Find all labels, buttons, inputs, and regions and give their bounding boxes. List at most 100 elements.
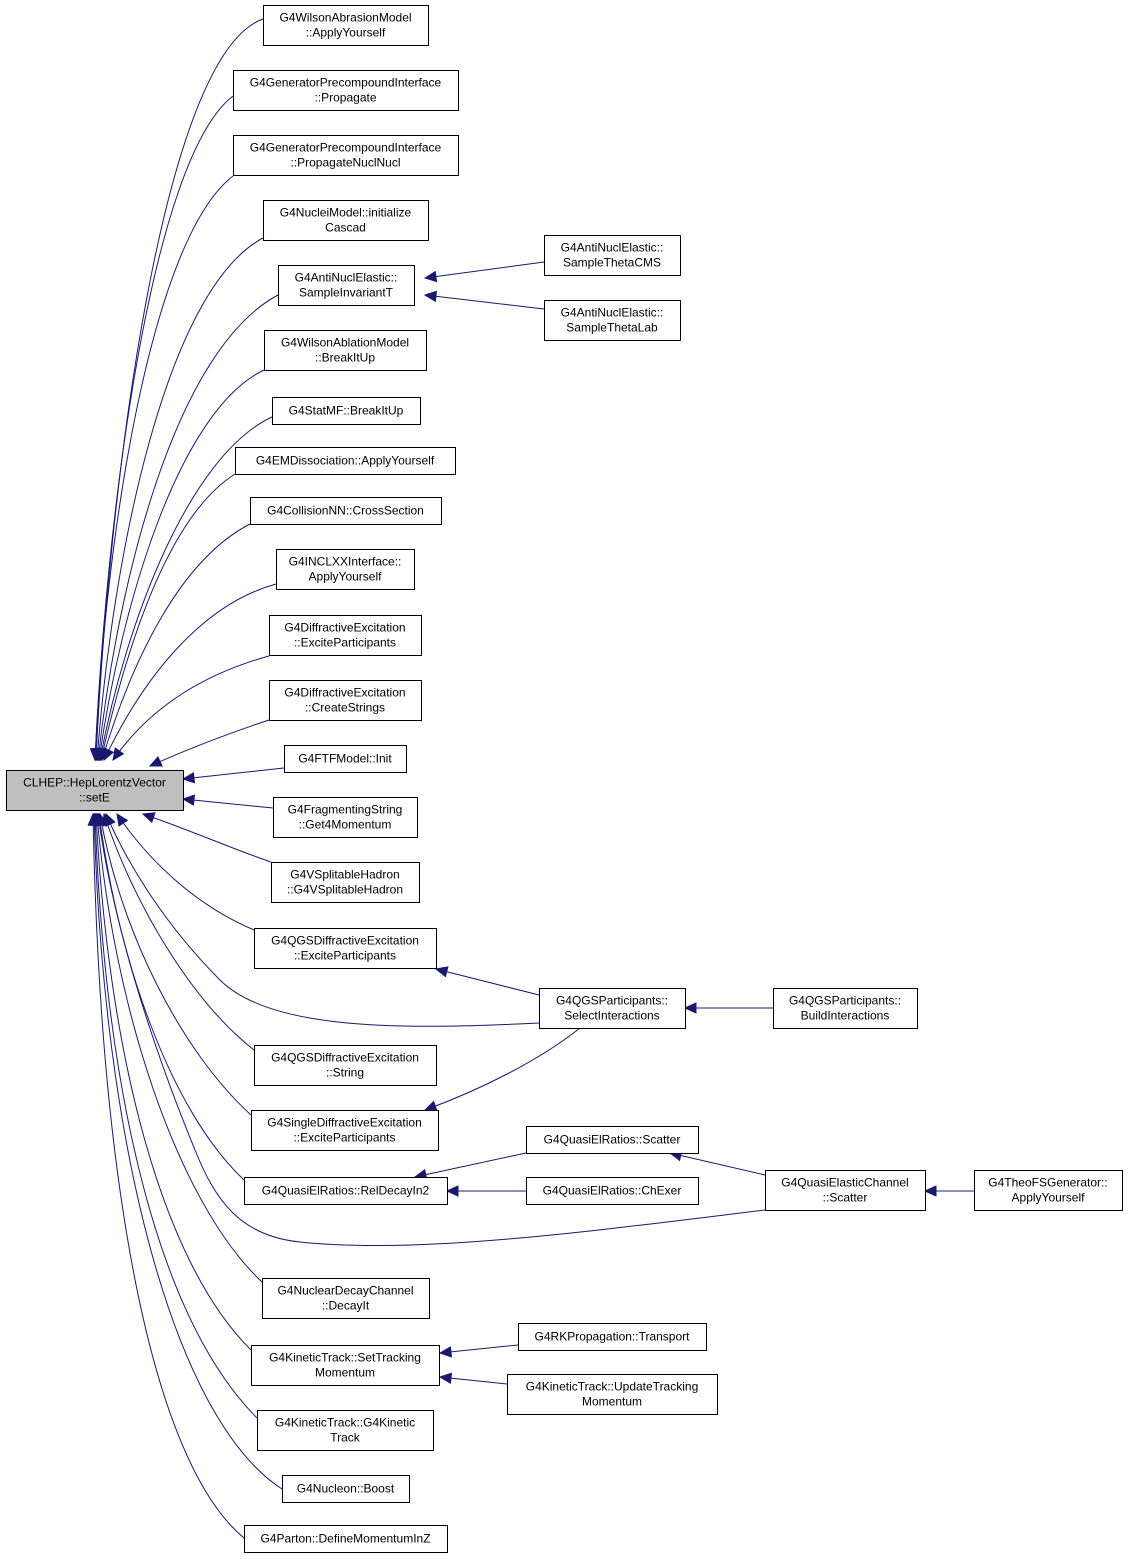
edge-n23-to-n24: [413, 1152, 527, 1181]
edge-line: [94, 813, 258, 1419]
node-label-line: G4Nucleon::Boost: [297, 1482, 395, 1496]
node-label-line: BuildInteractions: [801, 1009, 890, 1023]
edge-line: [100, 473, 236, 761]
node-label-line: ::Propagate: [314, 91, 376, 105]
node-box: [269, 680, 422, 721]
node-label-line: ::setE: [79, 791, 110, 805]
caller-node[interactable]: G4TheoFSGenerator::ApplyYourself: [974, 1170, 1123, 1211]
node-box: [765, 1170, 926, 1211]
node-label-line: G4RKPropagation::Transport: [535, 1330, 691, 1344]
edge-n19-to-n22: [423, 1027, 581, 1112]
caller-node[interactable]: G4QuasiElasticChannel::Scatter: [765, 1170, 926, 1211]
node-label-line: G4QuasiElRatios::Scatter: [544, 1133, 681, 1147]
caller-node[interactable]: G4AntiNuclElastic::SampleInvariantT: [278, 265, 415, 306]
edge-n16-to-root: [181, 794, 274, 809]
caller-node[interactable]: G4VSplitableHadron::G4VSplitableHadron: [271, 862, 420, 903]
caller-node[interactable]: G4WilsonAbrasionModel::ApplyYourself: [263, 5, 429, 46]
edge-line: [98, 813, 245, 1181]
edge-line: [182, 767, 285, 780]
caller-node[interactable]: G4QGSParticipants::SelectInteractions: [539, 988, 686, 1029]
node-label-line: G4AntiNuclElastic::: [561, 241, 664, 255]
node-box: [278, 265, 415, 306]
edge-n27-to-n26: [923, 1185, 974, 1197]
edge-n22-to-root: [96, 812, 252, 1116]
caller-node[interactable]: G4StatMF::BreakItUp: [272, 397, 421, 425]
node-label-line: ::ExciteParticipants: [294, 636, 396, 650]
arrowhead-icon: [116, 812, 129, 827]
edge-line: [101, 523, 251, 761]
node-label-line: ::CreateStrings: [305, 701, 385, 715]
node-label-line: G4VSplitableHadron: [290, 868, 399, 882]
node-label-line: SampleThetaCMS: [563, 256, 661, 270]
edge-line: [98, 369, 265, 761]
arrowhead-icon: [923, 1185, 937, 1197]
caller-node[interactable]: G4DiffractiveExcitation::ExciteParticipa…: [269, 615, 422, 656]
caller-node[interactable]: G4Nucleon::Boost: [282, 1475, 410, 1503]
caller-node[interactable]: G4QGSDiffractiveExcitation::ExcitePartic…: [254, 928, 437, 969]
caller-node[interactable]: G4WilsonAblationModel::BreakItUp: [264, 330, 427, 371]
caller-node[interactable]: G4NuclearDecayChannel::DecayIt: [262, 1278, 430, 1319]
arrowhead-icon: [112, 747, 125, 761]
edge-line: [112, 655, 270, 761]
caller-node[interactable]: G4QuasiElRatios::Scatter: [526, 1126, 699, 1154]
arrowhead-icon: [423, 1100, 438, 1112]
caller-node[interactable]: G4DiffractiveExcitation::CreateStrings: [269, 680, 422, 721]
caller-node[interactable]: G4AntiNuclElastic::SampleThetaCMS: [544, 235, 681, 276]
caller-node[interactable]: G4CollisionNN::CrossSection: [250, 497, 442, 525]
node-box: [282, 1475, 410, 1503]
arrowhead-icon: [181, 772, 196, 784]
node-label-line: G4SingleDiffractiveExcitation: [267, 1116, 422, 1130]
arrowhead-icon: [423, 290, 438, 303]
edge-line: [142, 813, 272, 863]
node-label-line: G4KineticTrack::UpdateTracking: [526, 1380, 699, 1394]
node-label-line: ApplyYourself: [309, 570, 383, 584]
arrowhead-icon: [148, 756, 163, 767]
edge-line: [103, 813, 255, 1051]
caller-node[interactable]: G4QuasiElRatios::RelDecayIn2: [244, 1177, 448, 1205]
edge-n20-to-n19: [683, 1002, 773, 1014]
caller-node[interactable]: G4AntiNuclElastic::SampleThetaLab: [544, 300, 681, 341]
edge-line: [95, 813, 252, 1351]
caller-node[interactable]: G4KineticTrack::G4KineticTrack: [257, 1410, 434, 1451]
node-box: [276, 549, 415, 590]
node-box: [526, 1177, 699, 1205]
caller-node[interactable]: G4EMDissociation::ApplyYourself: [235, 447, 456, 475]
caller-node[interactable]: G4GeneratorPrecompoundInterface::Propaga…: [233, 70, 459, 111]
node-label-line: G4FragmentingString: [288, 803, 403, 817]
caller-node[interactable]: G4RKPropagation::Transport: [518, 1323, 707, 1351]
edge-n19-to-n18: [434, 966, 540, 996]
node-label-line: ApplyYourself: [1012, 1191, 1086, 1205]
root-node[interactable]: CLHEP::HepLorentzVector::setE: [6, 770, 184, 811]
node-box: [544, 300, 681, 341]
node-label-line: ::ExciteParticipants: [293, 1131, 395, 1145]
caller-node[interactable]: G4QGSParticipants::BuildInteractions: [773, 988, 918, 1029]
caller-node[interactable]: G4SingleDiffractiveExcitation::ExcitePar…: [251, 1110, 439, 1151]
node-label-line: G4QuasiElRatios::ChExer: [543, 1184, 682, 1198]
edge-n5-to-root: [93, 294, 279, 762]
caller-node[interactable]: G4INCLXXInterface::ApplyYourself: [276, 549, 415, 590]
node-box: [263, 5, 429, 46]
node-label-line: G4KineticTrack::SetTracking: [269, 1351, 421, 1365]
arrowhead-icon: [445, 1185, 459, 1197]
edge-n18-to-root: [116, 812, 255, 931]
node-label-line: ::ExciteParticipants: [294, 949, 396, 963]
edge-n21-to-root: [102, 812, 255, 1051]
caller-node[interactable]: G4FragmentingString::Get4Momentum: [273, 797, 418, 838]
caller-node[interactable]: G4Parton::DefineMomentumInZ: [244, 1525, 448, 1553]
edge-line: [99, 813, 252, 1116]
caller-node[interactable]: G4QGSDiffractiveExcitation::String: [254, 1045, 437, 1086]
node-label-line: G4GeneratorPrecompoundInterface: [250, 141, 442, 155]
edge-n33-to-root: [88, 812, 283, 1490]
node-box: [272, 397, 421, 425]
node-box: [244, 1177, 448, 1205]
node-layer: CLHEP::HepLorentzVector::setE G4WilsonAbr…: [6, 5, 1123, 1553]
caller-node[interactable]: G4QuasiElRatios::ChExer: [526, 1177, 699, 1205]
edge-line: [182, 798, 274, 809]
node-label-line: G4DiffractiveExcitation: [284, 686, 405, 700]
caller-node[interactable]: G4FTFModel::Init: [284, 745, 407, 773]
node-label-line: ::ApplyYourself: [306, 26, 386, 40]
caller-node[interactable]: G4GeneratorPrecompoundInterface::Propaga…: [233, 135, 459, 176]
